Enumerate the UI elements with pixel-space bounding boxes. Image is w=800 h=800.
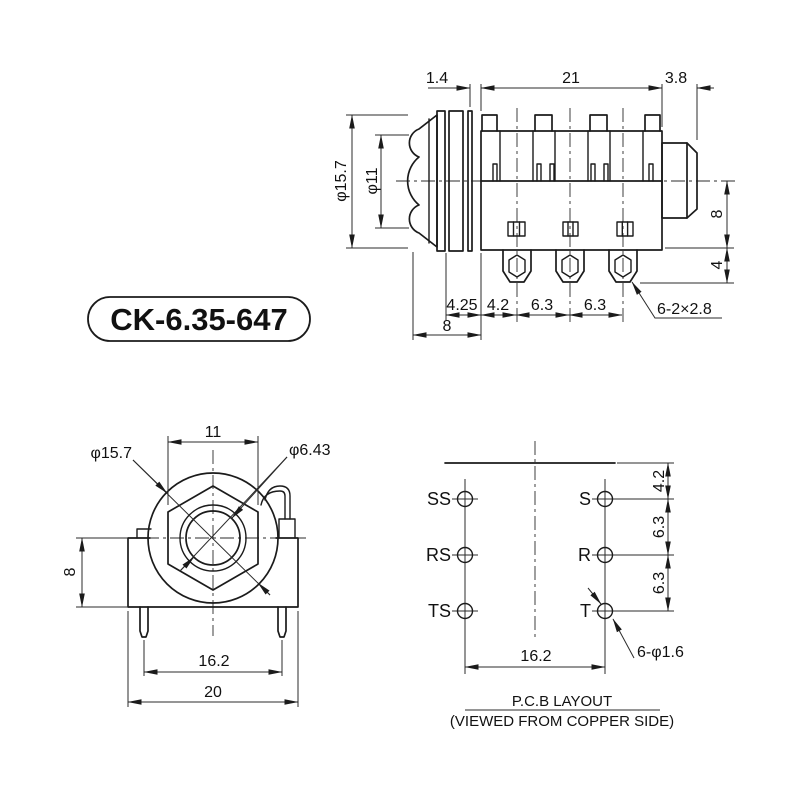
dim-4-2-side: 4.2 [487,297,509,314]
dim-4-25: 4.25 [446,297,477,314]
side-view: 1.4 21 3.8 φ15.7 φ11 4.25 4.2 6.3 6.3 8 [333,70,736,340]
side-centerlines [396,108,736,322]
dim-4-2-pcb: 4.2 [651,470,668,492]
pad-label-ss: SS [427,489,451,509]
solder-lugs [502,249,638,283]
pcb-holes [452,462,674,620]
side-dimensions: 1.4 21 3.8 φ15.7 φ11 4.25 4.2 6.3 6.3 8 [333,70,734,340]
dim-1-4: 1.4 [426,70,448,87]
dim-6-3-side-b: 6.3 [584,297,606,314]
pad-label-t: T [580,601,591,621]
pcb-pad-labels: SS RS TS S R T [426,489,591,621]
pcb-caption-title: P.C.B LAYOUT [512,693,612,710]
dim-16-2-front: 16.2 [198,653,229,670]
jack-body [480,114,663,251]
model-label: CK-6.35-647 [87,296,311,342]
pad-label-s: S [579,489,591,509]
dim-dia-15-7-front: φ15.7 [90,445,132,462]
front-view: φ15.7 φ6.43 11 8 16.2 20 [62,424,331,707]
dim-6-3-pcb-a: 6.3 [651,516,668,538]
end-cap [661,142,698,219]
dim-dia-6-43: φ6.43 [289,442,331,459]
washers [436,110,473,252]
dim-16-2-pcb: 16.2 [520,648,551,665]
pcb-caption: P.C.B LAYOUT (VIEWED FROM COPPER SIDE) [450,693,674,730]
dim-21: 21 [562,70,580,87]
pad-label-ts: TS [428,601,451,621]
pad-label-r: R [578,545,591,565]
dim-11: 11 [205,424,222,441]
model-number: CK-6.35-647 [110,302,287,337]
hole-size-note: 6-φ1.6 [637,644,684,661]
dim-3-8: 3.8 [665,70,687,87]
lug-slot-note: 6-2×2.8 [657,301,712,318]
dim-8-bottom: 8 [443,318,452,335]
front-bushing [147,472,279,604]
pcb-layout-view: SS RS TS S R T 4.2 6.3 6.3 16.2 6-φ1.6 P… [426,441,684,730]
dim-6-3-pcb-b: 6.3 [651,572,668,594]
dim-20: 20 [204,684,222,701]
dim-6-3-side-a: 6.3 [531,297,553,314]
dim-dia-11: φ11 [364,167,381,194]
knurled-nut [406,114,438,248]
dim-4-right: 4 [709,260,726,269]
dim-8-front: 8 [62,567,79,576]
front-centerlines [120,450,306,636]
body-slot-bridges [507,221,634,237]
pcb-dimensions: 4.2 6.3 6.3 16.2 6-φ1.6 [464,462,684,670]
front-dimensions: φ15.7 φ6.43 11 8 16.2 20 [62,424,331,707]
pad-label-rs: RS [426,545,451,565]
dim-dia-15-7-side: φ15.7 [333,160,350,202]
dim-8-right: 8 [709,209,726,218]
front-body [127,485,299,638]
pcb-caption-sub: (VIEWED FROM COPPER SIDE) [450,713,674,730]
